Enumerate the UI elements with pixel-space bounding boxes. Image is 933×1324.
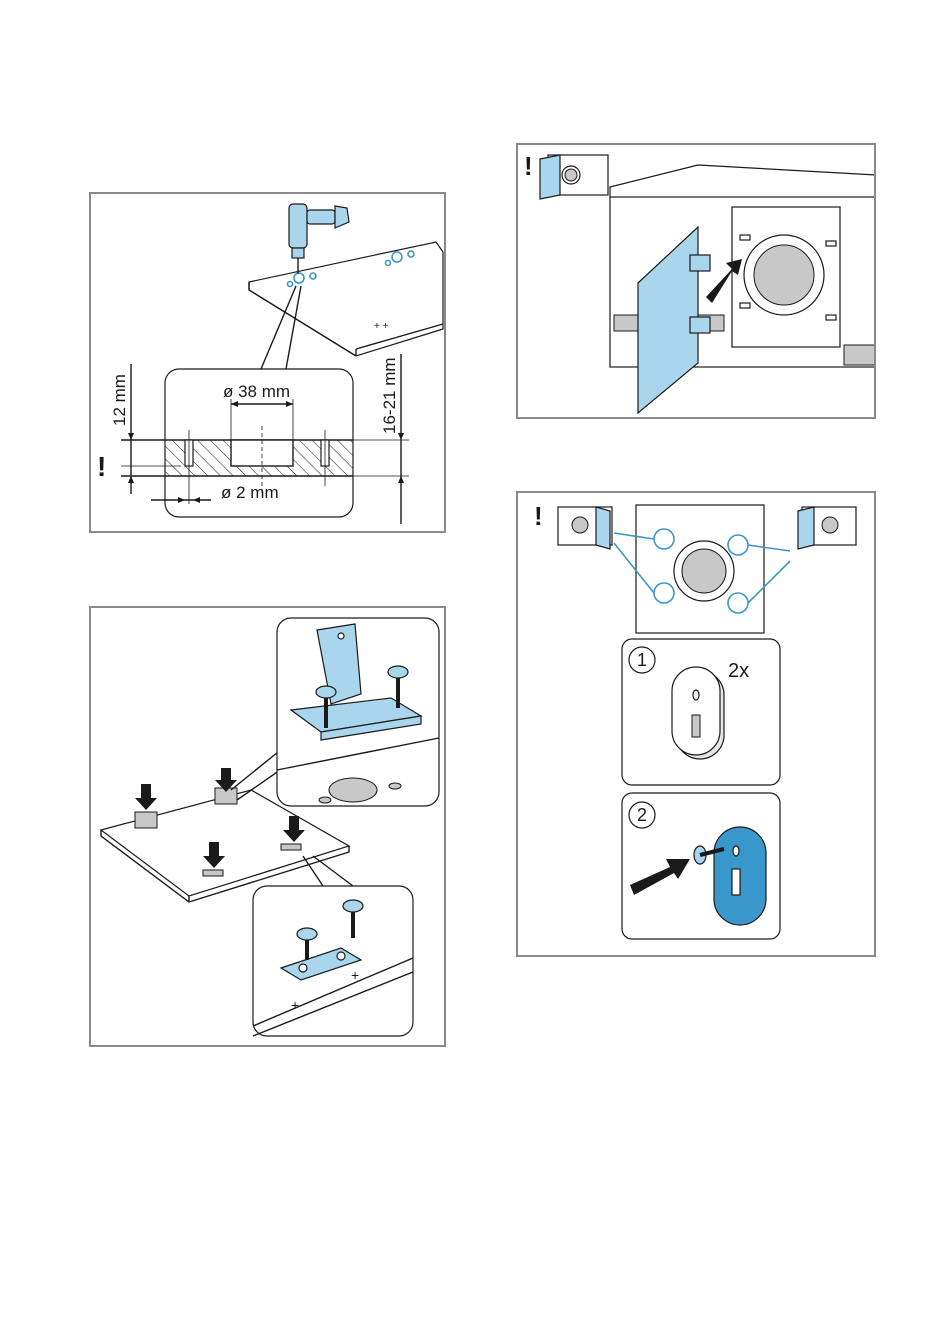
step2-number: 2 (637, 805, 647, 825)
label-pilot-diameter: ø 2 mm (221, 483, 279, 502)
panel-attach-door: ! (516, 143, 876, 419)
washing-machine-icon (540, 155, 608, 199)
warning-mark: ! (534, 501, 543, 531)
svg-text:+: + (291, 997, 299, 1013)
washing-machine-icon (798, 507, 856, 549)
label-height: 12 mm (110, 374, 129, 426)
catch-plate-diagram: ! 1 2x 2 (518, 493, 876, 957)
panel-catch-plates: ! 1 2x 2 (516, 491, 876, 957)
label-hole-diameter: ø 38 mm (223, 382, 290, 401)
step1-number: 1 (637, 650, 647, 670)
svg-text:+ +: + + (374, 321, 389, 332)
door-board (249, 242, 443, 356)
step1-count: 2x (728, 660, 749, 682)
panel-drilling: + + ø 38 mm ø 2 mm (89, 192, 446, 533)
hinge-diagram: + + (91, 608, 446, 1047)
drilling-diagram: + + ø 38 mm ø 2 mm (91, 194, 446, 533)
washing-machine-icon (558, 507, 612, 549)
warning-mark: ! (97, 451, 106, 482)
warning-mark: ! (524, 151, 533, 181)
catch-plate-icon (672, 667, 724, 759)
svg-text:+: + (351, 967, 359, 983)
attach-door-diagram: ! (518, 145, 876, 419)
panel-hinge-mounting: + + (89, 606, 446, 1047)
label-thickness-range: 16-21 mm (380, 357, 399, 434)
catch-plate-icon (714, 827, 766, 925)
